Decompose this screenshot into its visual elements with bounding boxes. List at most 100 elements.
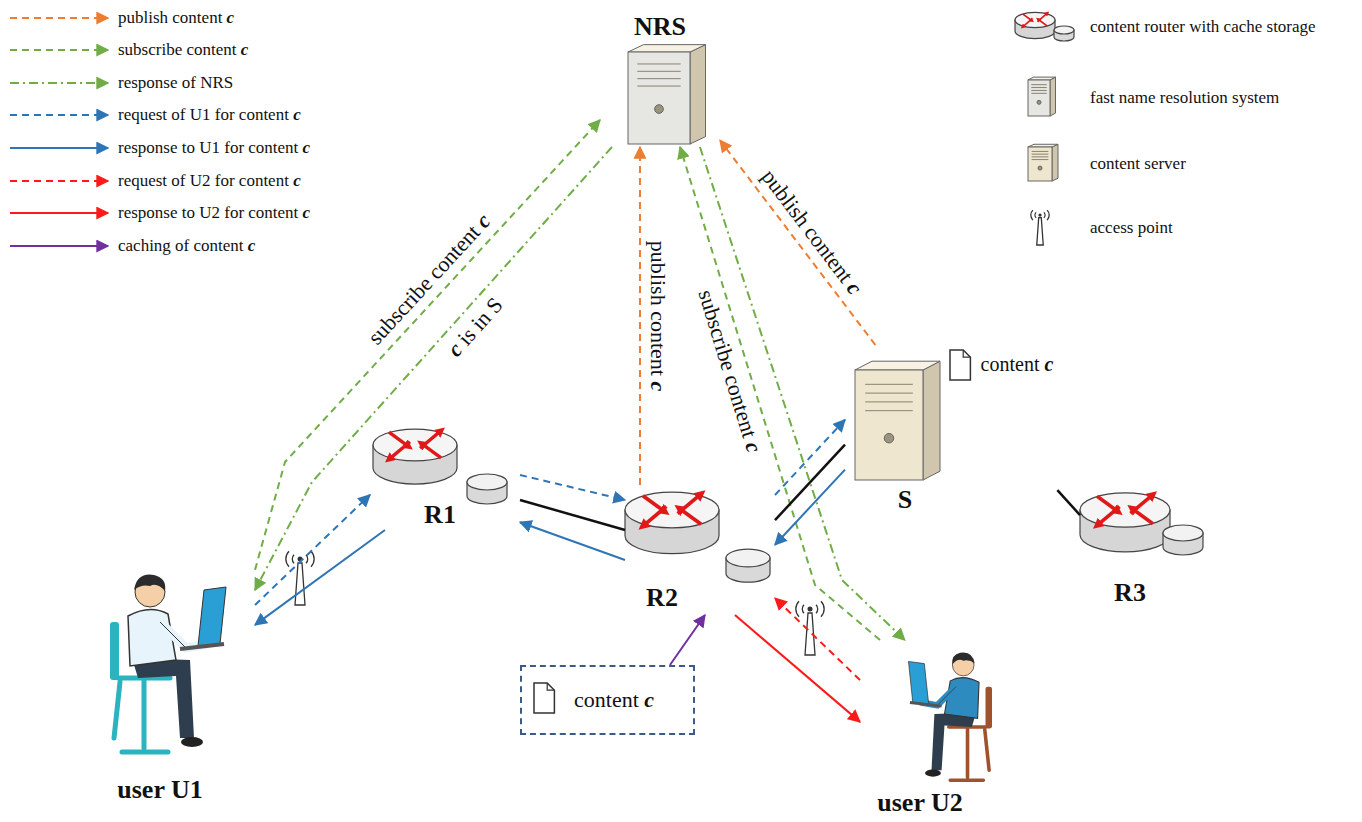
connector bbox=[520, 522, 625, 560]
node-label: NRS bbox=[634, 12, 686, 42]
router-r1-icon bbox=[373, 429, 457, 461]
legend-server-icon bbox=[1028, 144, 1058, 181]
content-server: content c S bbox=[845, 345, 1057, 523]
nrs-server-icon bbox=[637, 63, 680, 64]
user: user U2 bbox=[860, 640, 1000, 818]
legend-text: response of NRS bbox=[118, 73, 233, 93]
router-r1-icon bbox=[389, 432, 409, 446]
content-server-icon bbox=[865, 384, 913, 385]
legend-text: subscribe content c bbox=[118, 40, 248, 60]
content-server-icon bbox=[923, 361, 940, 480]
legend-server-icon bbox=[1052, 144, 1058, 181]
legend-line-sample bbox=[10, 49, 108, 51]
content-router: R3 bbox=[1080, 480, 1200, 610]
nrs-server-icon bbox=[628, 45, 706, 144]
connector bbox=[255, 147, 612, 590]
router-r1-icon bbox=[421, 443, 441, 457]
access-point-u2 bbox=[796, 601, 799, 616]
user-u2-figure bbox=[949, 727, 989, 780]
edge-label: c is in S bbox=[443, 292, 509, 361]
cache-r1 bbox=[467, 474, 507, 504]
legend-line-sample bbox=[10, 147, 108, 149]
content-document-icon bbox=[950, 350, 970, 380]
node-label: S bbox=[898, 485, 912, 515]
user-u1-figure bbox=[134, 575, 165, 591]
legend-server-icon bbox=[1032, 159, 1049, 160]
connector bbox=[735, 615, 860, 722]
user: user U1 bbox=[105, 545, 255, 807]
legend-nrs-icon bbox=[1031, 90, 1046, 91]
legend-router-icon bbox=[1038, 19, 1047, 26]
user-u2-figure bbox=[986, 687, 992, 729]
node-label: R1 bbox=[424, 500, 456, 530]
connector bbox=[670, 615, 705, 665]
nrs-server-icon bbox=[628, 52, 690, 144]
node-label: R2 bbox=[646, 583, 678, 613]
legend-nrs-icon bbox=[1037, 100, 1041, 104]
node-text: content c bbox=[981, 353, 1054, 376]
content-server-icon bbox=[884, 433, 894, 443]
node-label: R3 bbox=[1114, 578, 1146, 608]
user-u1-figure bbox=[128, 609, 176, 666]
content-server-icon bbox=[865, 401, 913, 402]
user-u1-figure bbox=[110, 575, 226, 752]
access-point-u2 bbox=[821, 601, 824, 616]
connector bbox=[1057, 490, 1080, 515]
connector bbox=[520, 475, 625, 500]
user-u2-figure bbox=[952, 652, 975, 664]
access-point-u2 bbox=[796, 601, 824, 655]
edge-label: subscribe content c bbox=[693, 287, 767, 456]
legend-line-sample bbox=[10, 114, 108, 116]
content-document-icon bbox=[963, 350, 970, 357]
router-r3-icon bbox=[1132, 508, 1153, 523]
connector bbox=[255, 495, 370, 605]
router-r1-icon bbox=[373, 429, 457, 484]
connector bbox=[520, 500, 625, 530]
content-document-icon bbox=[950, 350, 970, 380]
user-u2-figure bbox=[932, 713, 977, 771]
content-server-icon bbox=[855, 370, 923, 480]
router-r2-icon bbox=[679, 508, 701, 524]
legend-cache-icon bbox=[1054, 26, 1074, 34]
legend-server-icon bbox=[1038, 166, 1042, 170]
cache-r3 bbox=[1163, 525, 1203, 555]
legend-nrs-icon bbox=[1028, 77, 1056, 116]
access-point-u2 bbox=[808, 607, 813, 612]
legend-line-sample bbox=[10, 245, 108, 247]
legend-router-icon bbox=[1015, 12, 1055, 38]
cached-document-icon bbox=[547, 683, 554, 690]
nrs-server-icon bbox=[637, 78, 680, 79]
legend-nrs-icon bbox=[1050, 77, 1056, 116]
router-r3-icon bbox=[1097, 496, 1118, 511]
legend-text: caching of content c bbox=[118, 236, 255, 256]
content-server-icon bbox=[865, 393, 913, 394]
content-router: R2 bbox=[625, 485, 775, 615]
legend-access-point-icon bbox=[1031, 210, 1033, 220]
legend-server-icon bbox=[1032, 151, 1049, 152]
nrs-server-icon bbox=[637, 86, 680, 87]
user-u1-figure bbox=[198, 587, 226, 646]
user-u1-figure bbox=[180, 644, 224, 649]
legend-nrs-icon bbox=[1031, 87, 1046, 88]
nrs-server: NRS bbox=[600, 12, 720, 147]
legend-access-point-icon bbox=[1037, 218, 1044, 245]
connector bbox=[255, 120, 600, 570]
connector bbox=[775, 598, 860, 680]
access-point-u1 bbox=[292, 555, 294, 563]
access-point-u1 bbox=[286, 551, 314, 605]
access-point-u2 bbox=[816, 605, 818, 613]
legend-line-sample bbox=[10, 82, 108, 84]
user-u1-figure bbox=[132, 658, 194, 738]
connector bbox=[639, 147, 641, 485]
edge-label: publish content c bbox=[645, 241, 670, 391]
cache-r3 bbox=[1163, 525, 1203, 541]
node-label: user U2 bbox=[877, 788, 962, 818]
nrs-server-icon bbox=[690, 45, 706, 144]
router-r3-icon bbox=[1080, 493, 1170, 527]
legend-text: publish content c bbox=[118, 8, 234, 28]
cache-r2 bbox=[726, 549, 770, 567]
content-server-icon bbox=[855, 361, 940, 480]
access-point-u2 bbox=[802, 605, 804, 613]
nrs-server-icon bbox=[628, 45, 706, 52]
